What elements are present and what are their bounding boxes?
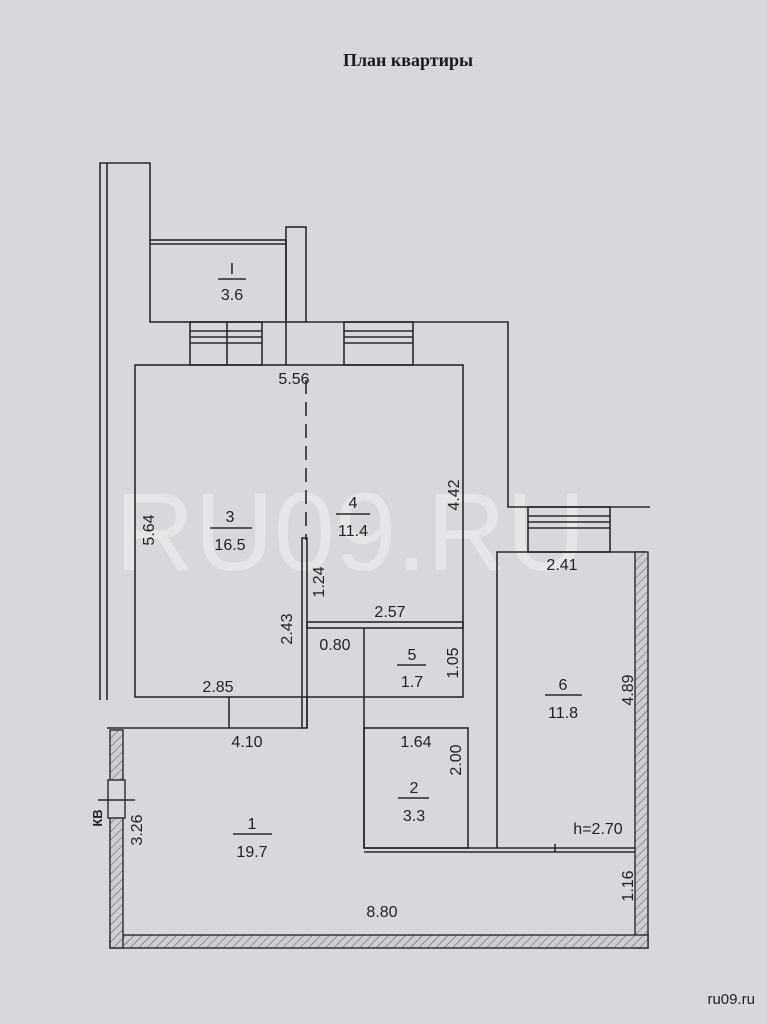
dim-label: 4.89 [620, 674, 637, 705]
dim-label: 4.10 [231, 734, 262, 751]
dim-label: 4.42 [446, 479, 463, 510]
walls [98, 162, 650, 949]
room-number: 5 [408, 647, 417, 664]
dim-label: 2.85 [202, 679, 233, 696]
room-area: 11.4 [338, 523, 368, 540]
room-area: 11.8 [548, 705, 578, 722]
dim-label: 5.64 [141, 514, 158, 545]
dim-label: 1.64 [400, 734, 431, 751]
room-number: 3 [226, 509, 235, 526]
room-area: 3.6 [221, 287, 243, 304]
room-2: 2 3.3 [398, 780, 429, 825]
room-number: 1 [248, 816, 257, 833]
dim-label: 0.80 [319, 637, 350, 654]
ceiling-height: h=2.70 [573, 821, 622, 838]
dim-label: 2.43 [279, 613, 296, 644]
footer-site: ru09.ru [707, 991, 755, 1008]
room-number: 2 [410, 780, 419, 797]
room-6: 6 11.8 [545, 677, 582, 722]
dim-label: 2.41 [546, 557, 577, 574]
dim-label: 8.80 [366, 904, 397, 921]
room-3: 3 16.5 [210, 509, 252, 554]
room-4: 4 11.4 [336, 495, 370, 540]
room-area: 3.3 [403, 808, 425, 825]
dim-label: 3.26 [129, 814, 146, 845]
dim-label: 5.56 [278, 371, 309, 388]
room-number: 6 [559, 677, 568, 694]
room-number: I [230, 261, 234, 278]
dim-label: 1.24 [311, 566, 328, 597]
dim-label: 1.16 [620, 870, 637, 901]
dim-label: 2.00 [448, 744, 465, 775]
dimensions: 5.56 5.64 4.42 2.41 1.24 2.57 2.43 0.80 … [90, 371, 637, 921]
room-5: 5 1.7 [397, 647, 426, 691]
dim-label: 1.05 [445, 647, 462, 678]
kv-label: КВ [90, 809, 105, 826]
room-number: 4 [349, 495, 358, 512]
page-title: План квартиры [343, 50, 473, 70]
room-area: 19.7 [236, 844, 267, 861]
dim-label: 2.57 [374, 604, 405, 621]
room-1: 1 19.7 [233, 816, 272, 861]
room-area: 16.5 [214, 537, 245, 554]
room-balcony: I 3.6 [218, 261, 246, 304]
room-area: 1.7 [401, 674, 423, 691]
